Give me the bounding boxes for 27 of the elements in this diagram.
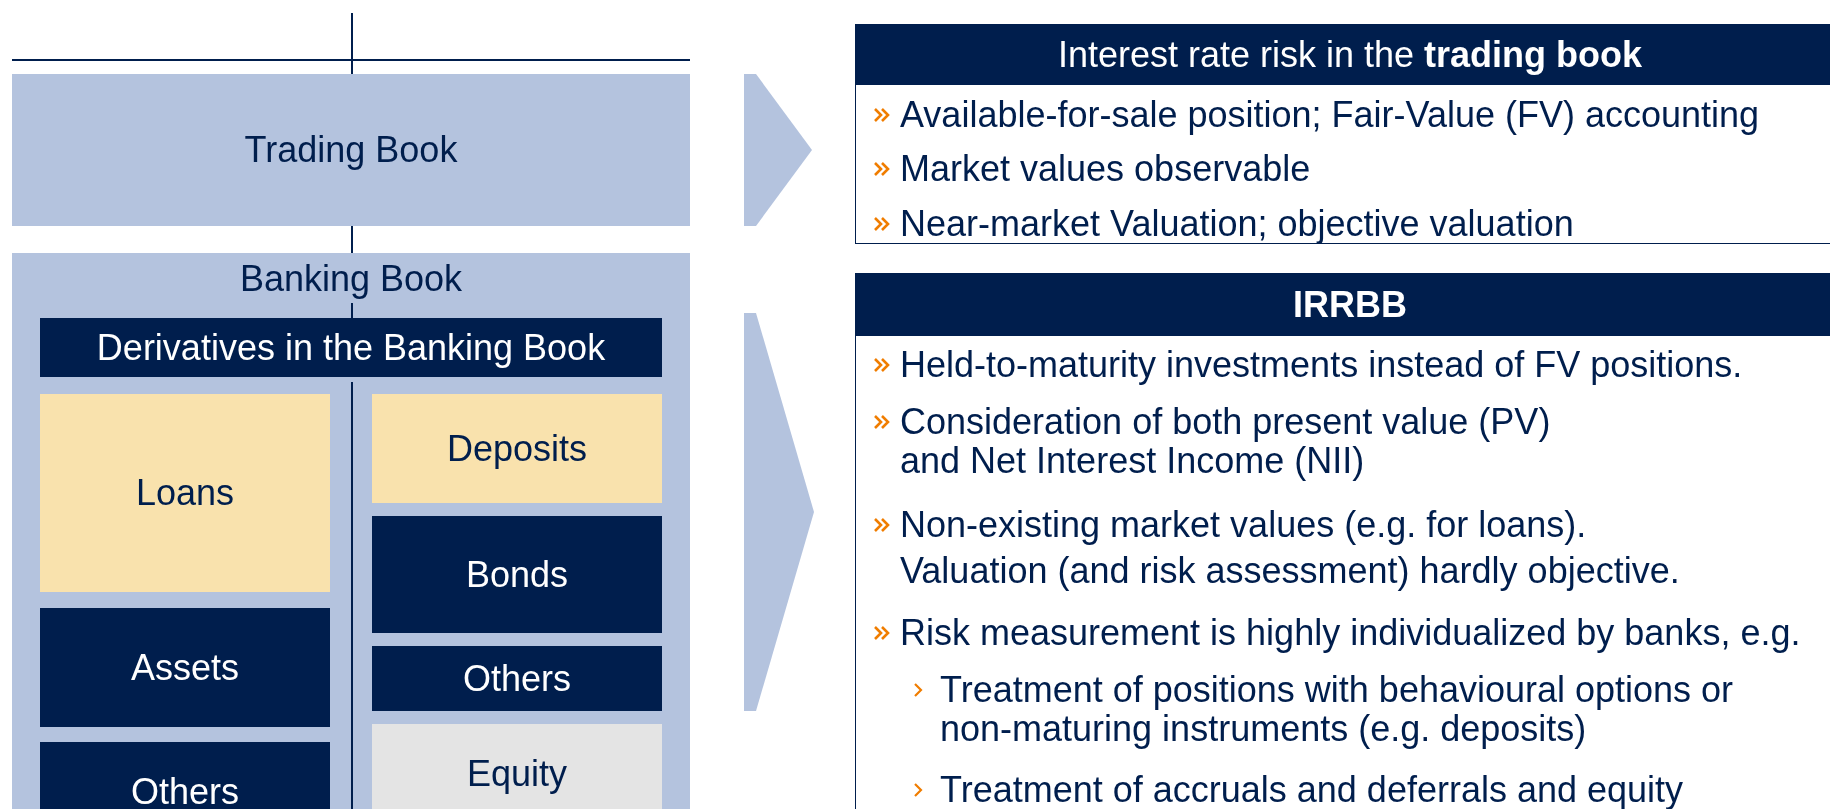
panel-title: Banking Book	[238, 259, 464, 299]
balance-item-box: Deposits	[372, 394, 662, 503]
bullet-text: Risk measurement is highly individualized by banks, e.g.	[900, 613, 1802, 652]
balance-item-box: Others	[372, 646, 662, 711]
info-panel	[855, 273, 1830, 809]
bullet-text: Held-to-maturity investments instead of FV positions.	[900, 345, 1744, 384]
balance-item-box: Loans	[40, 394, 330, 592]
balance-item-box: Equity	[372, 724, 662, 809]
info-panel	[855, 24, 1830, 244]
bullet-text: Treatment of accruals and deferrals and equity	[940, 770, 1685, 809]
category-bar: Derivatives in the Banking Book	[40, 318, 662, 377]
chevron-arrow	[744, 313, 814, 711]
bullet-text: Available-for-sale position; Fair-Value (FV) accounting	[900, 95, 1761, 134]
chevron-arrow	[744, 74, 812, 226]
bullet-text: Non-existing market values (e.g. for loans).	[900, 505, 1588, 544]
bullet-text: Treatment of positions with behavioural options or non-maturing instruments (e.g. deposits)	[940, 670, 1735, 748]
panel-header: IRRBB	[856, 274, 1830, 336]
balance-item-box: Bonds	[372, 516, 662, 633]
balance-item-box: Assets	[40, 608, 330, 727]
bullet-text: Valuation (and risk assessment) hardly objective.	[900, 551, 1681, 590]
book-box: Trading Book	[12, 74, 690, 226]
book-panel	[12, 253, 690, 809]
panel-header: Interest rate risk in the trading book	[856, 25, 1830, 85]
bullet-text: Consideration of both present value (PV) and Net Interest Income (NII)	[900, 402, 1552, 480]
bullet-text: Market values observable	[900, 149, 1312, 188]
bullet-text: Near-market Valuation; objective valuation	[900, 204, 1575, 243]
balance-item-box: Others	[40, 742, 330, 809]
